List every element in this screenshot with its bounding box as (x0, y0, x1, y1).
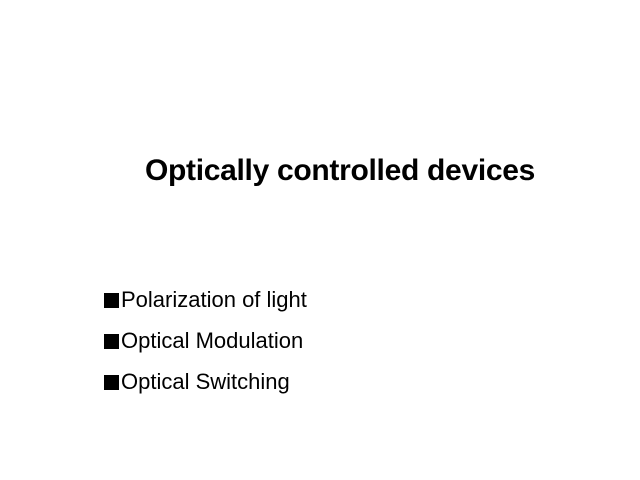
bullet-item: Optical Modulation (104, 320, 307, 361)
bullet-label: Optical Modulation (121, 327, 304, 353)
square-bullet-icon (104, 333, 119, 349)
bullet-label: Optical Switching (121, 368, 290, 394)
bullet-item: Optical Switching (104, 361, 307, 402)
square-bullet-icon (104, 292, 119, 308)
slide-title: Optically controlled devices (144, 154, 536, 187)
square-bullet-icon (104, 374, 119, 390)
bullet-label: Polarization of light (121, 286, 307, 312)
bullet-item: Polarization of light (104, 279, 307, 320)
bullet-list: Polarization of light Optical Modulation… (104, 279, 307, 402)
